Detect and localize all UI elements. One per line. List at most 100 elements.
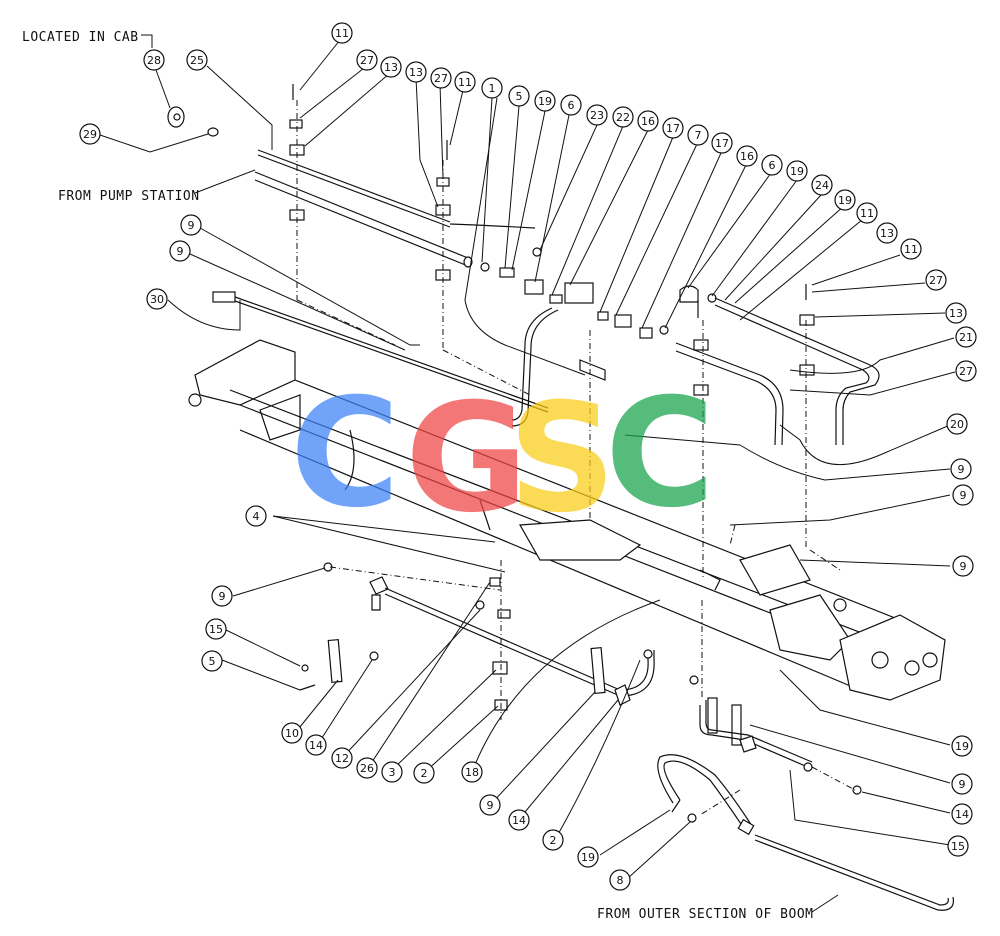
callout-number: 1	[489, 82, 496, 95]
callout-19: 19	[951, 735, 973, 757]
callout-27: 27	[356, 49, 378, 71]
lower-right-tube-assembly	[689, 600, 862, 795]
lower-left-tube-assembly	[299, 560, 655, 720]
callout-number: 14	[512, 814, 526, 827]
callout-15: 15	[205, 618, 227, 640]
callout-number: 11	[904, 243, 918, 256]
leader-from-pump-station	[194, 169, 256, 194]
callout-number: 19	[838, 194, 852, 207]
callout-number: 9	[958, 463, 965, 476]
callout-19: 19	[834, 189, 856, 211]
callout-number: 4	[253, 510, 260, 523]
hose-pump-upper	[257, 149, 536, 229]
callout-11: 11	[454, 71, 476, 93]
callout-number: 12	[335, 752, 349, 765]
watermark-letter: C	[290, 367, 400, 541]
callout-number: 7	[695, 129, 702, 142]
callout-number: 6	[568, 99, 575, 112]
callout-number: 9	[177, 245, 184, 258]
callout-number: 19	[581, 851, 595, 864]
callout-number: 5	[209, 655, 216, 668]
callout-number: 25	[190, 54, 204, 67]
callout-6: 6	[761, 154, 783, 176]
callout-number: 15	[209, 623, 223, 636]
callout-29: 29	[79, 123, 101, 145]
callout-number: 19	[790, 165, 804, 178]
callout-20: 20	[946, 413, 968, 435]
callout-number: 9	[188, 219, 195, 232]
callout-3: 3	[381, 761, 403, 783]
callout-number: 2	[550, 834, 557, 847]
callout-27: 27	[925, 269, 947, 291]
loop-hose	[657, 754, 755, 836]
callout-number: 11	[335, 27, 349, 40]
callout-16: 16	[736, 145, 758, 167]
boom-assembly	[188, 339, 946, 701]
hose-right-lower	[675, 342, 784, 446]
hydraulic-tube-center	[511, 307, 559, 427]
callout-number: 10	[285, 727, 299, 740]
clamp-bolt-center	[435, 140, 531, 396]
callout-9: 9	[169, 240, 191, 262]
watermark-letter: S	[508, 372, 616, 546]
callout-number: 26	[360, 762, 374, 775]
callout-14: 14	[508, 809, 530, 831]
callout-9: 9	[950, 458, 972, 480]
callout-number: 6	[769, 159, 776, 172]
clamp-bolt-right	[693, 284, 815, 580]
clamp-bolt-left	[289, 84, 396, 346]
callout-number: 15	[951, 840, 965, 853]
callout-number: 27	[360, 54, 374, 67]
callout-25: 25	[186, 49, 208, 71]
callout-number: 5	[516, 90, 523, 103]
tube-from-outer-boom	[754, 834, 955, 911]
hose-pump-lower	[254, 171, 473, 268]
callout-number: 13	[409, 66, 423, 79]
callout-16: 16	[637, 110, 659, 132]
callout-8: 8	[609, 869, 631, 891]
callout-6: 6	[560, 94, 582, 116]
callout-18: 18	[461, 761, 483, 783]
callout-27: 27	[430, 67, 452, 89]
callout-27: 27	[955, 360, 977, 382]
callout-number: 8	[617, 874, 624, 887]
callout-number: 13	[880, 227, 894, 240]
callout-13: 13	[945, 302, 967, 324]
label-located-in-cab: LOCATED IN CAB	[22, 30, 139, 45]
callout-number: 17	[666, 122, 680, 135]
callout-9: 9	[952, 555, 974, 577]
callout-number: 19	[538, 95, 552, 108]
callout-number: 11	[458, 76, 472, 89]
callout-number: 16	[740, 150, 754, 163]
callout-30: 30	[146, 288, 168, 310]
callout-number: 9	[219, 590, 226, 603]
callout-number: 3	[389, 766, 396, 779]
callout-number: 28	[147, 54, 161, 67]
callout-9: 9	[211, 585, 233, 607]
callout-13: 13	[405, 61, 427, 83]
callout-9: 9	[951, 773, 973, 795]
callout-10: 10	[281, 722, 303, 744]
label-from-pump-station: FROM PUMP STATION	[58, 189, 200, 204]
callout-9: 9	[952, 484, 974, 506]
callout-26: 26	[356, 757, 378, 779]
callout-14: 14	[305, 734, 327, 756]
callout-19: 19	[534, 90, 556, 112]
callout-number: 29	[83, 128, 97, 141]
callout-number: 14	[955, 808, 969, 821]
callout-number: 9	[959, 778, 966, 791]
callout-number: 30	[150, 293, 164, 306]
watermark-letter: C	[605, 367, 715, 541]
callout-23: 23	[586, 104, 608, 126]
callout-13: 13	[876, 222, 898, 244]
callout-9: 9	[479, 794, 501, 816]
callout-17: 17	[662, 117, 684, 139]
callout-7: 7	[687, 124, 709, 146]
callout-5: 5	[201, 650, 223, 672]
callout-11: 11	[331, 22, 353, 44]
leader-from-outer-section	[811, 894, 839, 913]
callout-number: 13	[949, 307, 963, 320]
callout-number: 13	[384, 61, 398, 74]
plug-part	[207, 127, 219, 137]
